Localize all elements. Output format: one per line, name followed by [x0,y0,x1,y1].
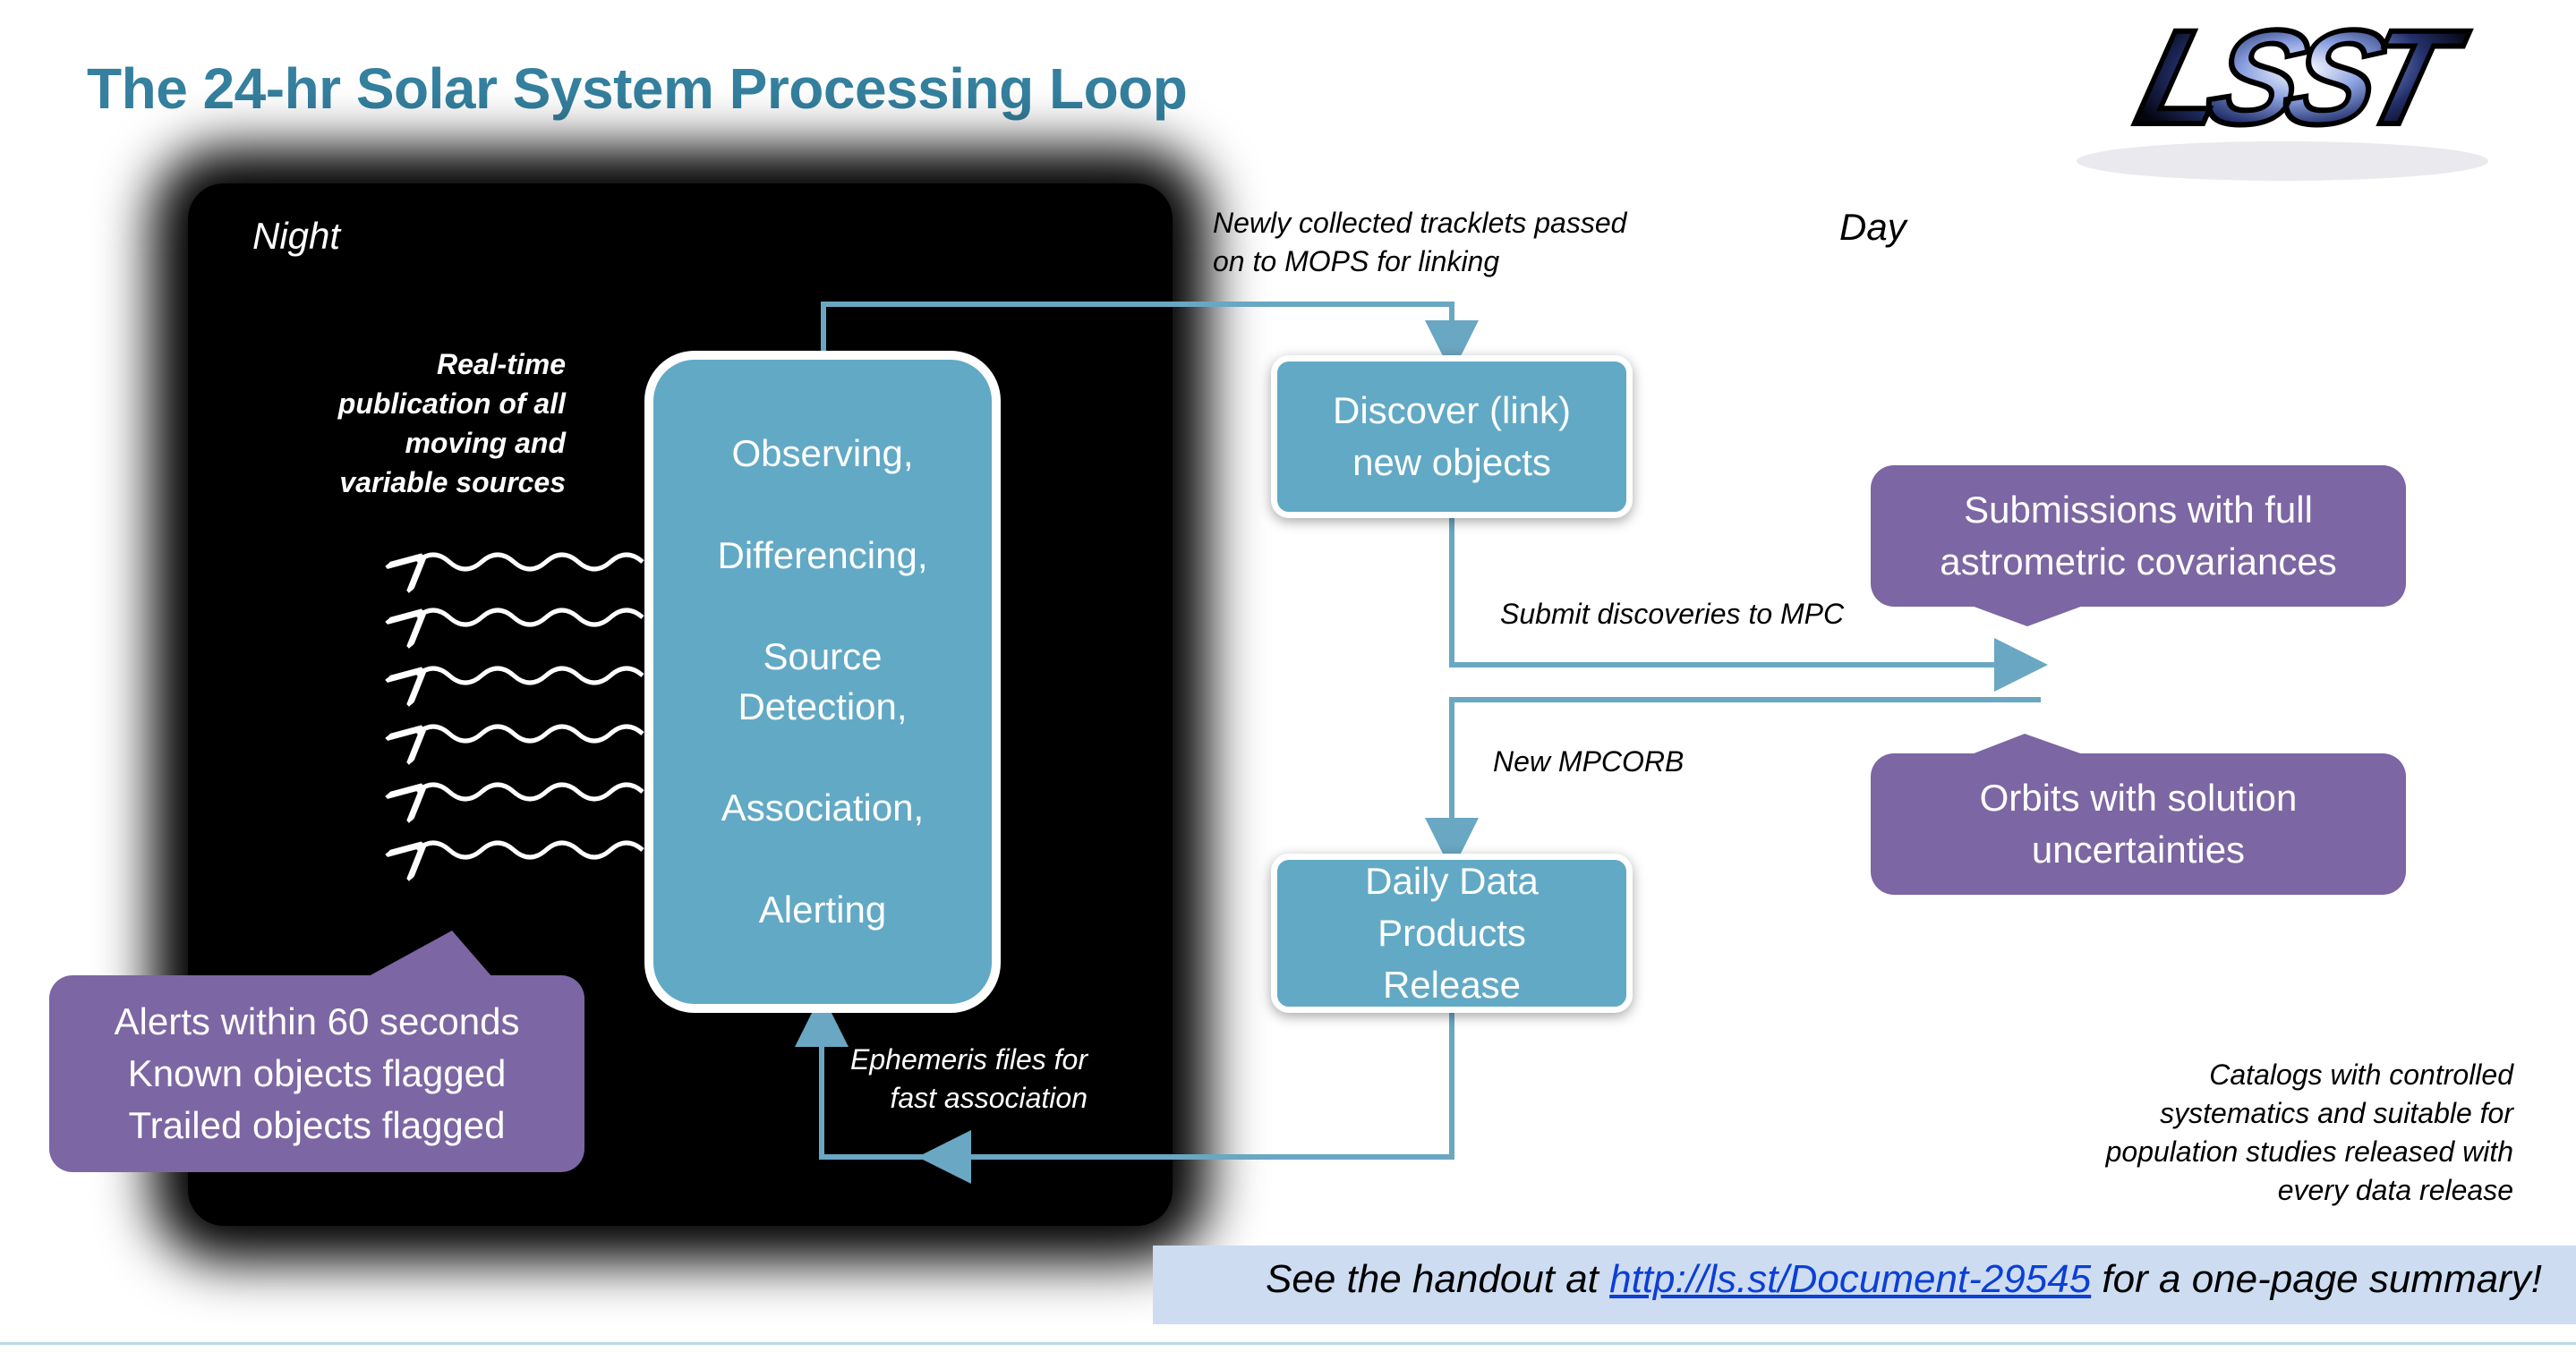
orbits-callout-tail [1969,734,2086,755]
realtime-publication-label: Real-time publication of all moving and … [295,344,566,502]
catalogs-note: Catalogs with controlled systematics and… [2021,1056,2513,1210]
catalogs-note-line: every data release [2277,1174,2513,1206]
ephemeris-arrow-h [917,1013,1454,1184]
catalogs-note-line: systematics and suitable for [2160,1097,2513,1129]
handout-prefix: See the handout at [1266,1257,1610,1301]
ephemeris-note-line: Ephemeris files for [850,1043,1088,1076]
tracklets-note: Newly collected tracklets passed on to M… [1213,204,1626,281]
ephemeris-arrow-v [795,993,949,1160]
step-source-detection: Source Detection, [738,634,908,727]
tracklets-note-line: on to MOPS for linking [1213,245,1500,277]
orbits-label: Orbits with solution uncertainties [1979,777,2298,871]
catalogs-note-line: Catalogs with controlled [2209,1059,2513,1091]
alert-wave-arrow [417,785,644,799]
mpcorb-note: New MPCORB [1493,745,1685,778]
submissions-box: Submissions with full astrometric covari… [1871,465,2406,607]
lsst-logo: LSST [2050,0,2515,188]
submit-note: Submit discoveries to MPC [1500,598,1845,630]
alerts-line: Trailed objects flagged [128,1104,506,1146]
realtime-pub-line: variable sources [339,466,566,498]
handout-suffix: for a one-page summary! [2091,1257,2542,1301]
submissions-callout-tail [1969,605,2086,626]
submit-arrow [1449,518,2048,692]
daily-data-box: Daily Data Products Release [1271,854,1633,1013]
handout-text: See the handout at http://ls.st/Document… [1266,1257,2542,1302]
submissions-label: Submissions with full astrometric covari… [1940,489,2337,582]
discover-box: Discover (link) new objects [1271,355,1633,518]
alerts-callout-tail [367,931,492,977]
realtime-pub-line: publication of all [337,387,566,420]
processing-box: Observing, Differencing, Source Detectio… [644,351,1001,1013]
ephemeris-note: Ephemeris files for fast association [828,1041,1088,1118]
step-association: Association, [721,787,925,829]
realtime-pub-line: moving and [405,427,566,459]
alert-wave-arrow [417,727,644,741]
alerts-line: Known objects flagged [127,1052,507,1094]
tracklets-note-line: Newly collected tracklets passed [1213,207,1627,239]
svg-text:LSST: LSST [2125,18,2478,152]
footer-divider [0,1342,2576,1345]
alerts-line: Alerts within 60 seconds [114,1000,520,1042]
day-label: Day [1839,206,1906,248]
catalogs-note-line: population studies released with [2105,1135,2513,1168]
orbits-box: Orbits with solution uncertainties [1871,753,2406,895]
step-differencing: Differencing, [717,533,928,576]
page-title: The 24-hr Solar System Processing Loop [87,56,1188,121]
night-label: Night [252,215,341,257]
tracklets-arrow [821,302,1479,374]
alert-wave-arrow [417,668,644,683]
alert-wave-arrow [417,610,644,625]
handout-bar [1153,1246,2576,1324]
mpcorb-arrow [1425,697,2041,872]
step-observing: Observing, [731,432,914,475]
ephemeris-note-line: fast association [890,1082,1088,1114]
daily-data-label: Daily Data Products Release [1365,860,1539,1006]
alert-wave-arrow [417,843,644,857]
handout-link[interactable]: http://ls.st/Document-29545 [1609,1257,2092,1301]
realtime-pub-line: Real-time [436,348,566,380]
step-alerting: Alerting [758,888,887,931]
discover-label: Discover (link) new objects [1332,389,1572,483]
alerts-box: Alerts within 60 seconds Known objects f… [49,975,584,1172]
alert-wave-arrow [417,555,644,569]
